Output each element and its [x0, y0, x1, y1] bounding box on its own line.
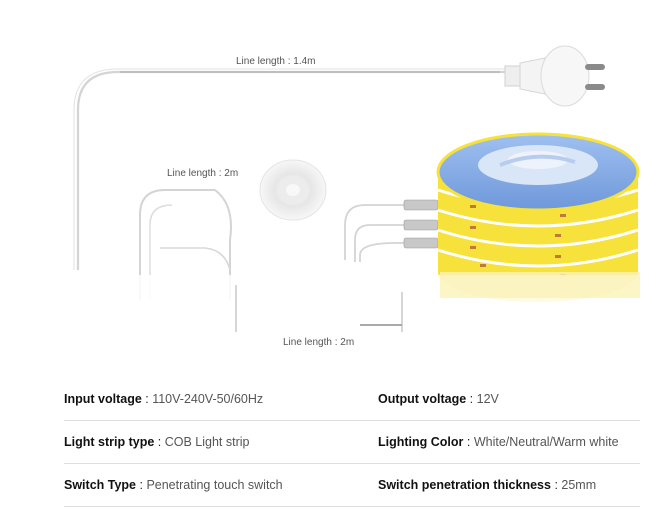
spec-switch-penetration-thickness: Switch penetration thickness : 25mm — [378, 478, 597, 492]
spec-value: 110V-240V-50/60Hz — [152, 392, 264, 406]
left-line-length: Line length : 2m — [167, 168, 238, 179]
spec-key: Switch penetration thickness — [378, 478, 551, 492]
spec-value: COB Light strip — [164, 435, 250, 449]
spec-key: Switch Type — [64, 478, 137, 492]
spec-key: Light strip type — [64, 435, 155, 449]
spec-table: Input voltage : 110V-240V-50/60Hz Output… — [64, 378, 640, 507]
spec-key: Input voltage — [64, 392, 142, 406]
bottom-line-length: Line length : 2m — [283, 337, 354, 348]
spec-output-voltage: Output voltage : 12V — [378, 392, 499, 406]
product-illustration: Line length : 1.4m Line length : 2m Line… — [73, 45, 640, 348]
top-line-length: Line length : 1.4m — [236, 56, 316, 67]
spec-key: Output voltage — [378, 392, 467, 406]
spec-row: Light strip type : COB Light strip Light… — [64, 421, 640, 464]
spec-lighting-color: Lighting Color : White/Neutral/Warm whit… — [378, 435, 619, 449]
spec-value: 25mm — [561, 478, 597, 492]
spec-row: Switch Type : Penetrating touch switch S… — [64, 464, 640, 507]
spec-key: Lighting Color — [378, 435, 464, 449]
power-cable — [76, 70, 505, 270]
spec-value: White/Neutral/Warm white — [473, 435, 619, 449]
led-reel-icon — [436, 132, 640, 302]
spec-light-strip-type: Light strip type : COB Light strip — [64, 435, 250, 449]
spec-value: Penetrating touch switch — [146, 478, 283, 492]
spec-input-voltage: Input voltage : 110V-240V-50/60Hz — [64, 392, 264, 406]
eu-plug-icon — [504, 45, 605, 107]
spec-switch-type: Switch Type : Penetrating touch switch — [64, 478, 283, 492]
spec-row: Input voltage : 110V-240V-50/60Hz Output… — [64, 378, 640, 421]
spec-value: 12V — [476, 392, 499, 406]
touch-switch-icon — [259, 159, 327, 221]
